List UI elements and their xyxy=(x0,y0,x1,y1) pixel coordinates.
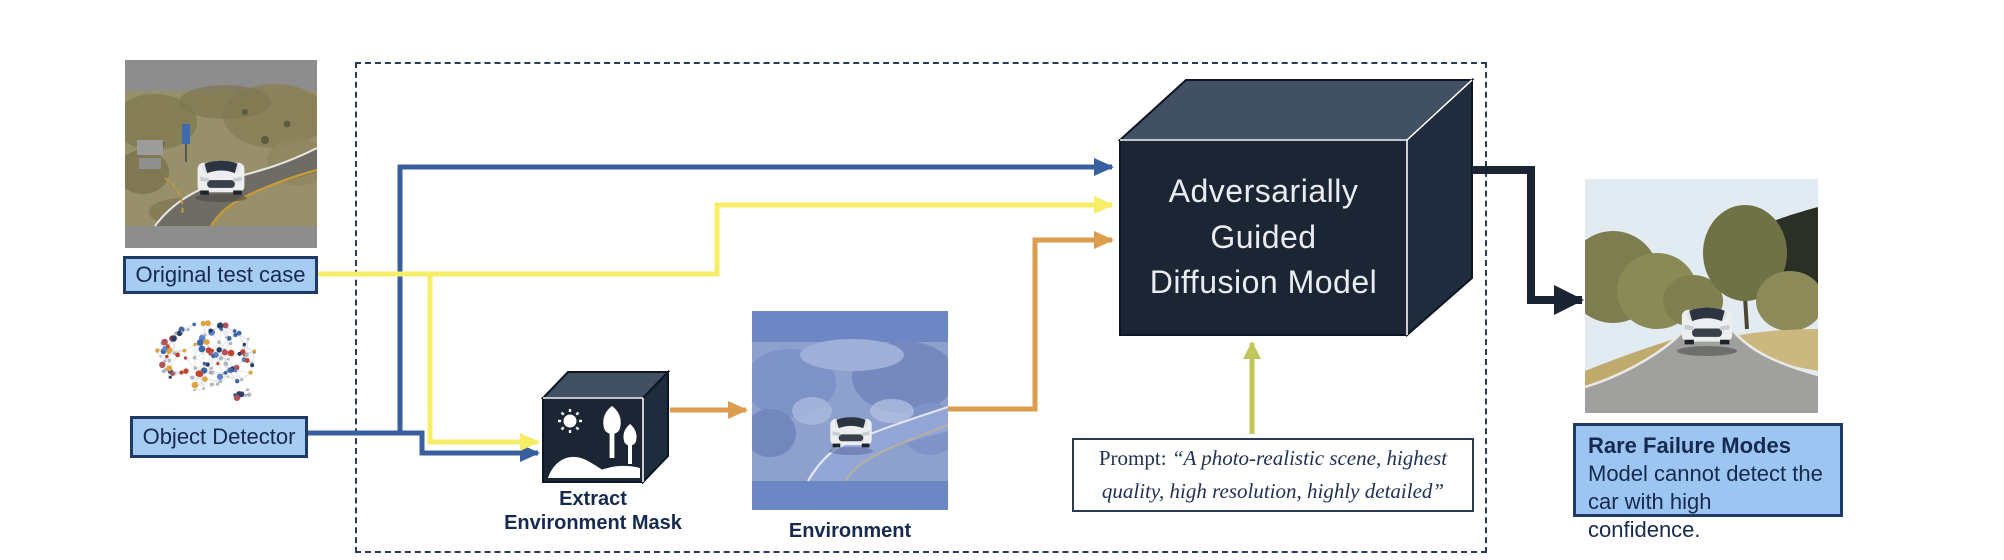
failure-title: Rare Failure Modes xyxy=(1588,433,1791,458)
model-title-line3: Diffusion Model xyxy=(1149,264,1378,301)
original-test-case-label: Original test case xyxy=(123,256,318,294)
object-detector-label-text: Object Detector xyxy=(142,424,296,449)
original-test-case-image xyxy=(125,60,317,248)
rare-failure-modes-box: Rare Failure Modes Model cannot detect t… xyxy=(1573,423,1843,542)
diffusion-model-title: Adversarially Guided Diffusion Model xyxy=(1120,140,1407,335)
generated-failure-image xyxy=(1585,179,1818,413)
model-title-line1: Adversarially xyxy=(1168,173,1359,210)
failure-body-line1: Model cannot detect the xyxy=(1588,461,1823,487)
environment-label: Environment xyxy=(752,519,948,543)
prompt-line2: quality, high resolution, highly detaile… xyxy=(1101,479,1445,503)
diffusion-model-box xyxy=(1118,77,1475,337)
pipeline-dashed-boundary xyxy=(355,62,1487,553)
object-detector-brain-icon xyxy=(155,320,257,401)
prompt-line1: “A photo-realistic scene, highest xyxy=(1171,446,1448,471)
environment-label-text: Environment xyxy=(788,520,912,542)
prompt-box: Prompt: “A photo-realistic scene, highes… xyxy=(1072,438,1474,512)
model-title-line2: Guided xyxy=(1210,218,1317,255)
extract-label-line1: Extract xyxy=(559,488,627,510)
arrow-model-to-output xyxy=(1472,166,1584,315)
object-detector-label: Object Detector xyxy=(130,416,308,458)
prompt-text: Prompt: “A photo-realistic scene, highes… xyxy=(1099,442,1447,507)
extract-environment-mask-label: Extract Environment Mask xyxy=(493,487,693,535)
prompt-prefix: Prompt: xyxy=(1098,446,1172,471)
extract-label-line2: Environment Mask xyxy=(504,512,682,534)
environment-image xyxy=(752,311,948,510)
extract-environment-mask-cube xyxy=(540,369,671,485)
failure-body-line2: car with high confidence. xyxy=(1588,489,1712,543)
original-test-case-label-text: Original test case xyxy=(135,262,306,287)
